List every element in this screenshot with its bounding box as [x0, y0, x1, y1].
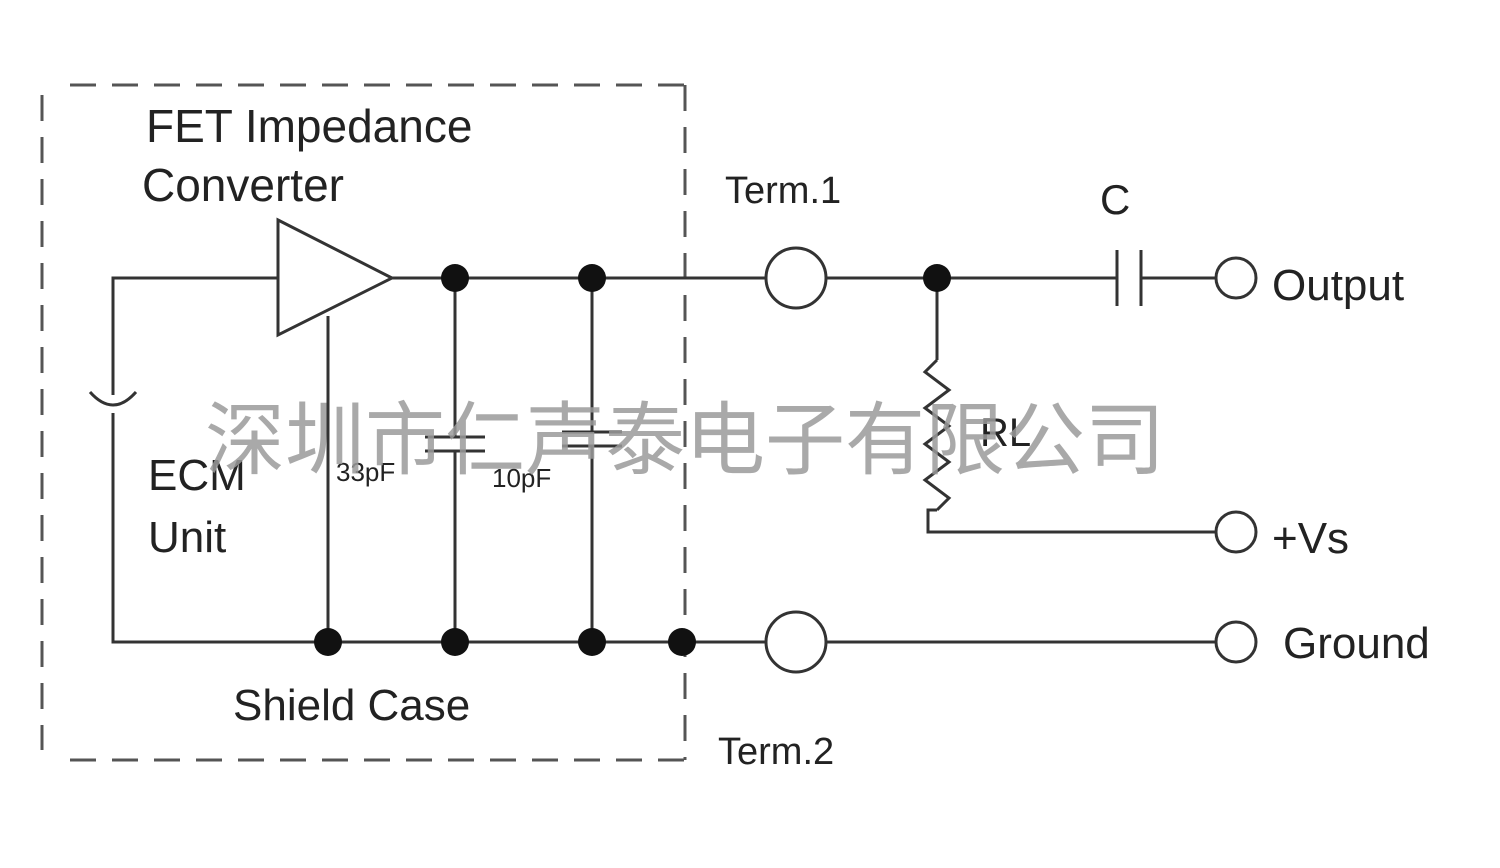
cap1-label: 33pF — [336, 457, 395, 487]
capacitor-10pf — [562, 278, 622, 642]
ecm-element — [88, 276, 330, 644]
output-label: Output — [1272, 261, 1404, 310]
ecm-label-line1: ECM — [148, 451, 246, 500]
junction-nodes — [314, 264, 951, 656]
junction-node — [441, 628, 469, 656]
capacitor-33pf — [425, 278, 485, 642]
supply-terminal — [1214, 510, 1258, 554]
module-label-line2: Converter — [142, 159, 344, 211]
shield-case-label: Shield Case — [233, 681, 470, 730]
module-label-line1: FET Impedance — [146, 100, 472, 152]
fet-amplifier-symbol — [180, 217, 396, 642]
term2-terminal — [764, 610, 828, 674]
capacitor-label: C — [1100, 176, 1130, 223]
resistor-label: RL — [980, 411, 1031, 455]
junction-node — [668, 628, 696, 656]
junction-node — [441, 264, 469, 292]
ecm-label-line2: Unit — [148, 513, 226, 562]
output-terminal — [1214, 256, 1258, 300]
ground-label: Ground — [1283, 619, 1430, 668]
junction-node — [314, 628, 342, 656]
term2-label: Term.2 — [718, 731, 834, 773]
junction-node — [578, 628, 606, 656]
supply-label: +Vs — [1272, 514, 1349, 563]
term1-label: Term.1 — [725, 170, 841, 212]
cap2-label: 10pF — [492, 463, 551, 493]
term1-terminal — [764, 246, 828, 310]
company-watermark: 深圳市仁声泰电子有限公司 — [205, 394, 1165, 487]
junction-node — [923, 264, 951, 292]
terminals — [764, 246, 1258, 674]
coupling-capacitor — [1115, 250, 1143, 306]
ground-terminal — [1214, 620, 1258, 664]
junction-node — [578, 264, 606, 292]
